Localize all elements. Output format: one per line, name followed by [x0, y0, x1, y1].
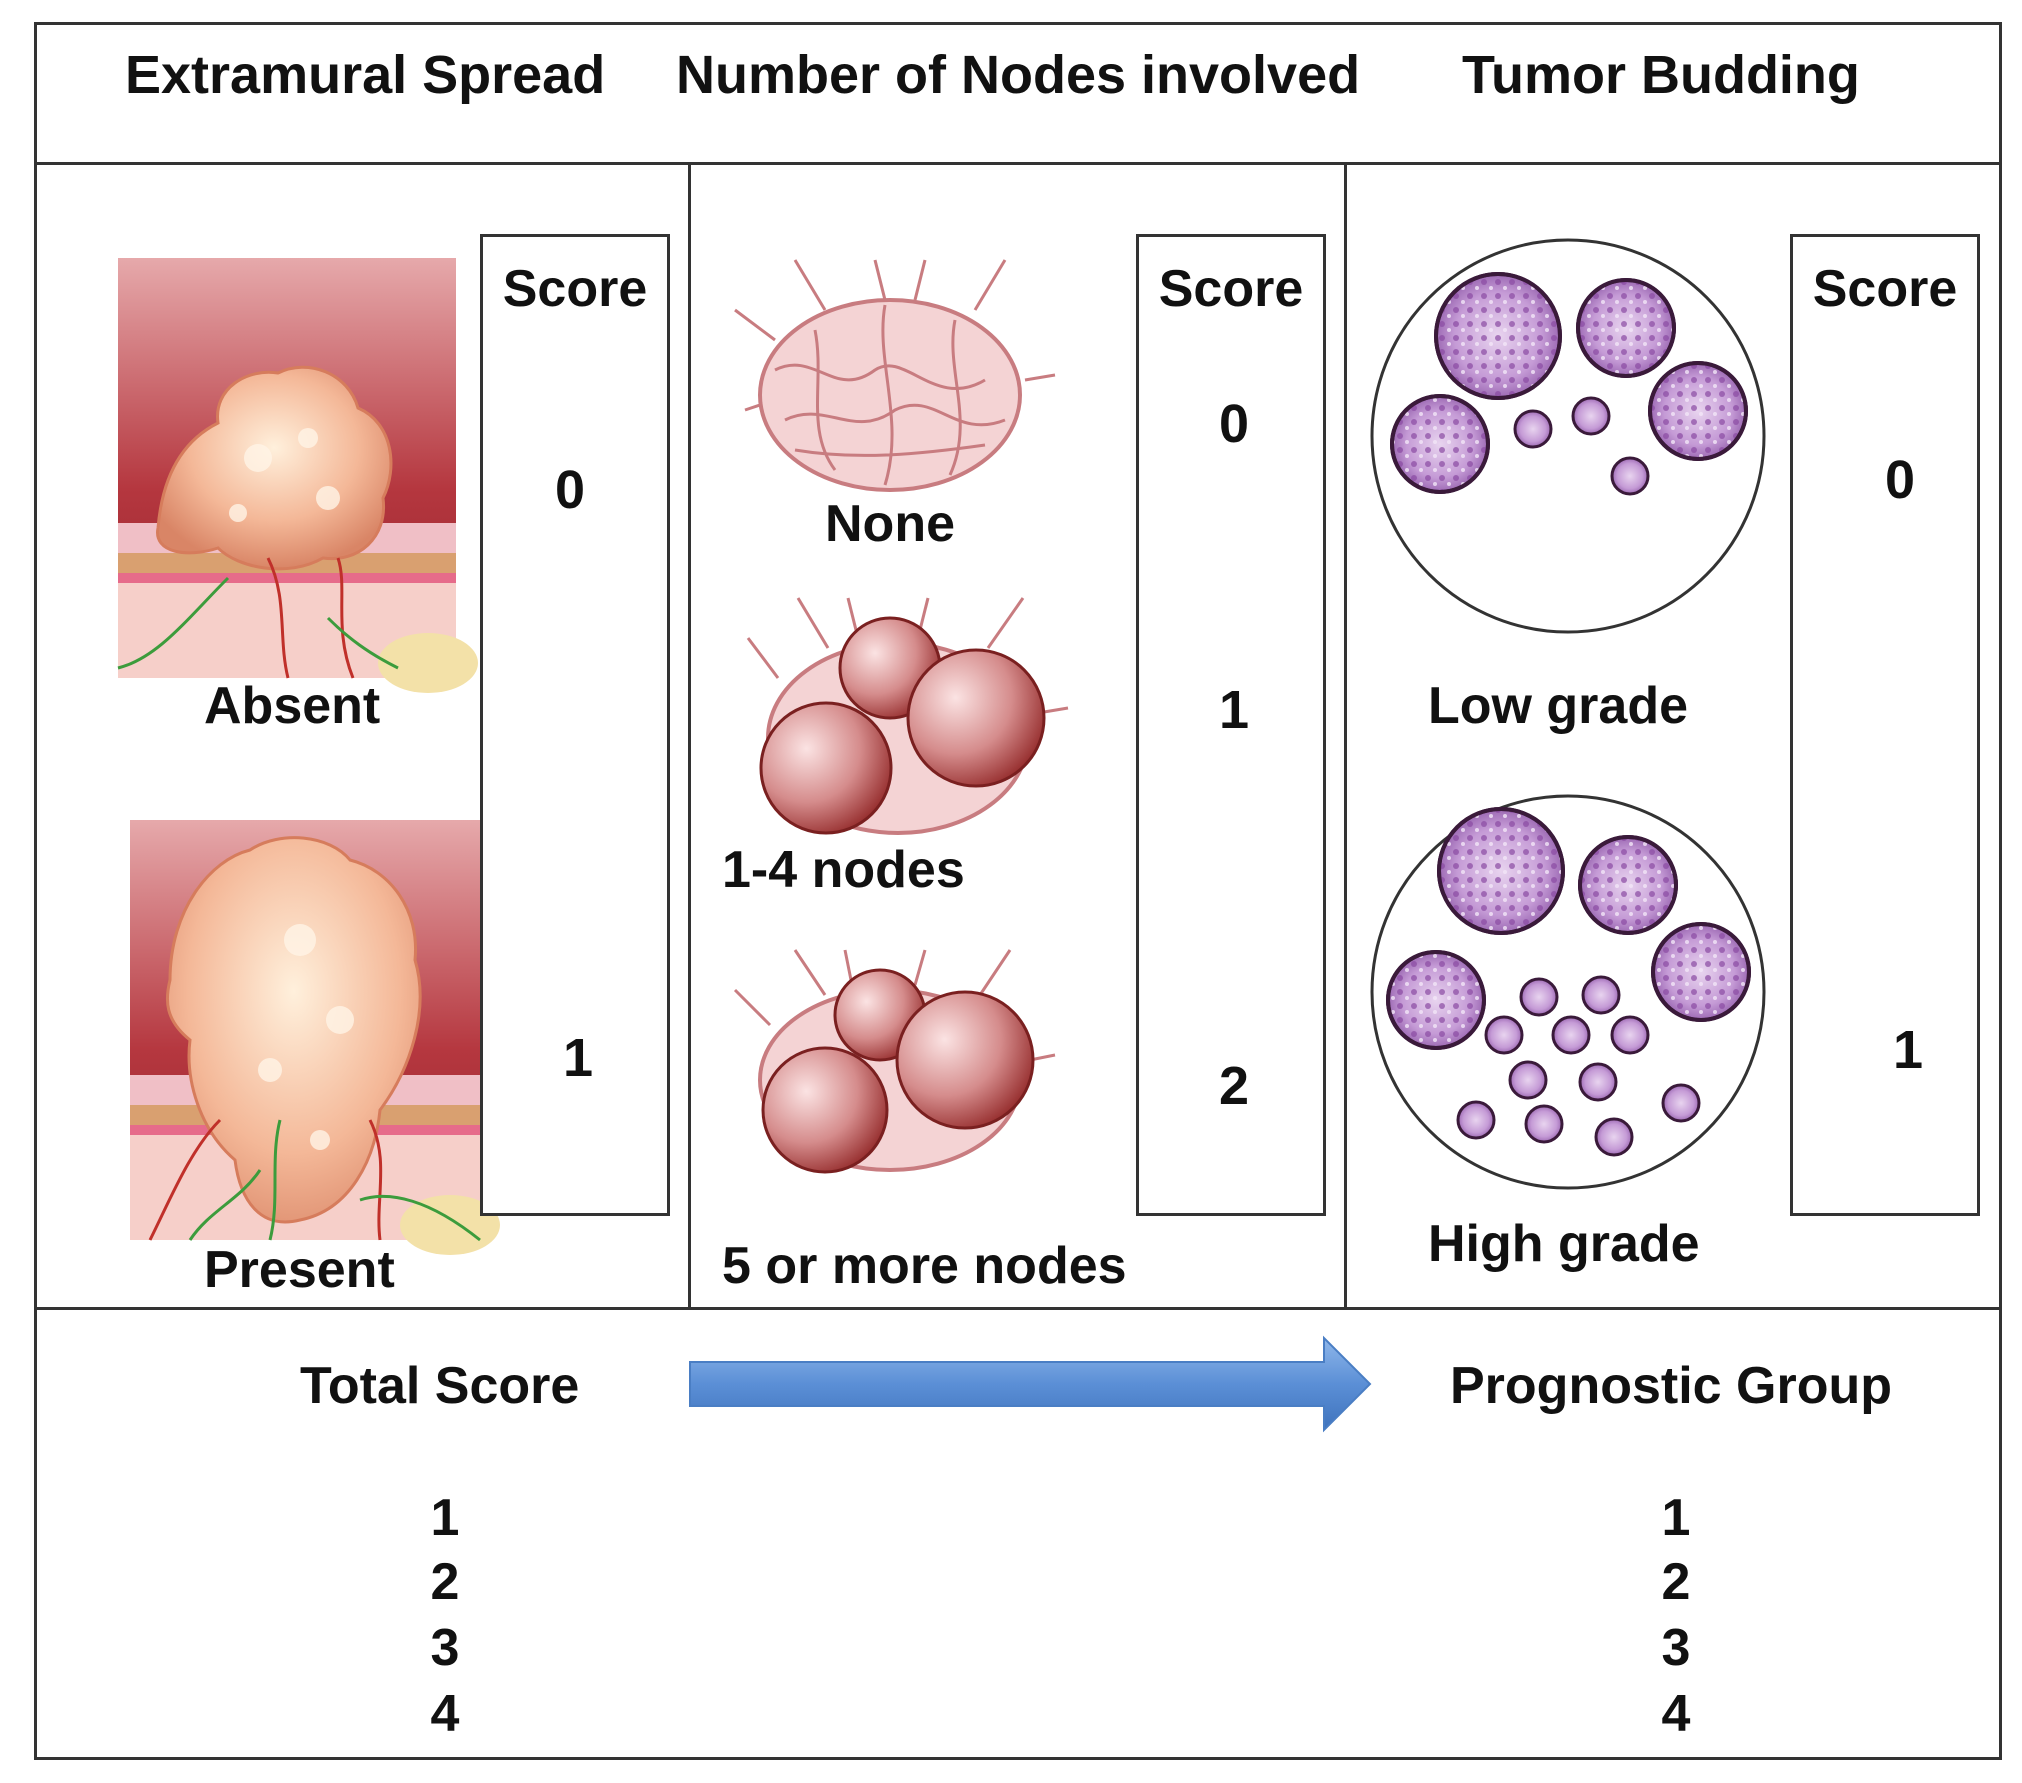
- nodes-score-1: 1: [1219, 680, 1250, 740]
- header-tumor-budding: Tumor Budding: [1462, 45, 1860, 105]
- low-grade-budding-icon: [1370, 238, 1766, 634]
- prognostic-group-value-1: 1: [1661, 1489, 1691, 1547]
- prognostic-group-value-3: 3: [1661, 1619, 1691, 1677]
- total-score-value-4: 4: [430, 1685, 460, 1743]
- outer-frame: [34, 22, 2002, 1760]
- extramural-score-title: Score: [502, 260, 648, 318]
- total-score-value-3: 3: [430, 1619, 460, 1677]
- high-grade-budding-icon: [1370, 794, 1766, 1190]
- nodes-score-0: 0: [1219, 394, 1250, 454]
- total-score-value-1: 1: [430, 1489, 460, 1547]
- header-number-of-nodes: Number of Nodes involved: [676, 45, 1361, 105]
- high-grade-label: High grade: [1428, 1215, 1700, 1273]
- arrow-icon: [689, 1335, 1372, 1433]
- column-divider-1: [688, 162, 691, 1309]
- tumor-absent-illustration: [117, 258, 478, 693]
- nodes-few-label: 1-4 nodes: [722, 841, 965, 899]
- header-extramural-spread: Extramural Spread: [125, 45, 606, 105]
- extramural-score-0: 0: [555, 460, 586, 520]
- lymph-node-none-icon: [734, 259, 1056, 492]
- extramural-score-1: 1: [563, 1028, 594, 1088]
- nodes-many-label: 5 or more nodes: [722, 1237, 1127, 1295]
- prognostic-group-value-4: 4: [1661, 1685, 1691, 1743]
- column-divider-2: [1344, 162, 1347, 1309]
- extramural-score-box: Score 0 1: [480, 234, 670, 1216]
- present-label: Present: [204, 1241, 395, 1299]
- lymph-node-many-icon: [733, 949, 1056, 1174]
- footer-divider: [34, 1307, 2002, 1310]
- budding-score-title: Score: [1812, 260, 1958, 318]
- lymph-node-few-icon: [746, 597, 1069, 835]
- nodes-score-2: 2: [1219, 1056, 1250, 1116]
- budding-score-1: 1: [1893, 1020, 1924, 1080]
- prognostic-group-value-2: 2: [1661, 1553, 1691, 1611]
- absent-label: Absent: [204, 677, 381, 735]
- nodes-none-label: None: [825, 495, 955, 553]
- header-divider: [34, 162, 2002, 165]
- tumor-present-illustration: [130, 820, 500, 1255]
- total-score-label: Total Score: [300, 1357, 580, 1415]
- prognostic-group-label: Prognostic Group: [1450, 1357, 1892, 1415]
- total-score-value-2: 2: [430, 1553, 460, 1611]
- budding-score-0: 0: [1885, 450, 1916, 510]
- budding-score-box: Score 0 1: [1790, 234, 1980, 1216]
- low-grade-label: Low grade: [1428, 677, 1689, 735]
- nodes-score-title: Score: [1158, 260, 1304, 318]
- nodes-score-box: Score 0 1 2: [1136, 234, 1326, 1216]
